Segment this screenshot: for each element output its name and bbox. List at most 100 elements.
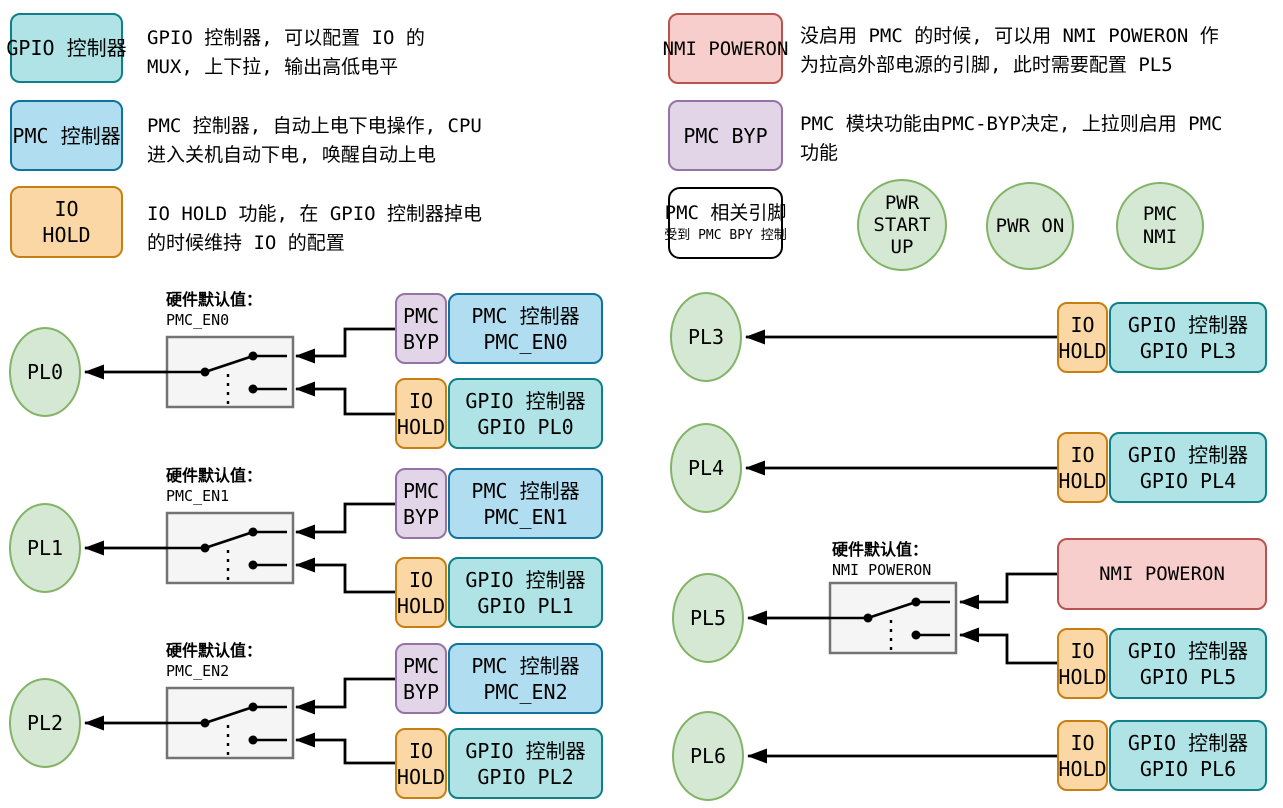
legend-pmc-controller-box: PMC 控制器 <box>10 100 123 171</box>
pl0-pmc-connector <box>295 327 396 364</box>
pl6-hold-line1: IO <box>1070 730 1095 755</box>
pl5-hw-default-title: 硬件默认值： <box>832 540 929 559</box>
pl1-label: PL1 <box>26 535 64 560</box>
pl5-gpio-controller-box: GPIO 控制器 GPIO PL5 <box>1109 628 1267 699</box>
pl1-hold-line1: IO <box>408 567 434 592</box>
pl1-pmc-byp-box: PMC BYP <box>395 468 447 539</box>
pl5-hw-default-value: NMI POWERON <box>832 561 932 579</box>
pl2-gpio-line1: GPIO 控制器 <box>465 738 586 763</box>
pl5-pin-circle: PL5 <box>672 573 744 663</box>
legend-pmc-byp-desc-line1: PMC 模块功能由PMC-BYP决定, 上拉则启用 PMC <box>800 113 1223 135</box>
pwr-start-up-line2: START <box>873 214 931 236</box>
pl5-hold-line2: HOLD <box>1058 664 1107 689</box>
pl2-pmc-line2: PMC_EN2 <box>483 679 568 704</box>
pl0-byp-line1: PMC <box>402 303 440 328</box>
pl2-pmc-connector <box>295 677 396 715</box>
legend-nmi-poweron-box: NMI POWERON <box>663 13 788 84</box>
pl1-pin-circle: PL1 <box>9 503 81 593</box>
pl1-pmc-connector <box>295 502 396 540</box>
pl5-io-hold-box: IO HOLD <box>1057 628 1108 699</box>
pl6-gpio-controller-box: GPIO 控制器 GPIO PL6 <box>1109 720 1267 791</box>
pl5-label: PL5 <box>689 605 727 630</box>
legend-nmi-desc-line2: 为拉高外部电源的引脚, 此时需要配置 PL5 <box>800 53 1173 76</box>
pl0-hw-default-title: 硬件默认值： <box>166 290 263 309</box>
pl1-gpio-controller-box: GPIO 控制器 GPIO PL1 <box>448 557 603 628</box>
pl0-gpio-line2: GPIO PL0 <box>477 414 574 439</box>
pl1-pmc-controller-box: PMC 控制器 PMC_EN1 <box>448 468 603 539</box>
pl6-label: PL6 <box>689 743 727 768</box>
pl0-pmc-line2: PMC_EN0 <box>483 329 568 354</box>
pl1-pmc-line1: PMC 控制器 <box>471 478 580 503</box>
pl5-gpio-line1: GPIO 控制器 <box>1127 638 1249 663</box>
pl0-pin-circle: PL0 <box>9 327 81 417</box>
pl6-gpio-line1: GPIO 控制器 <box>1127 730 1249 755</box>
pl0-switch <box>165 335 295 409</box>
pl5-nmi-connector <box>959 572 1057 610</box>
pl0-byp-line2: BYP <box>402 329 440 354</box>
pl0-gpio-connector <box>295 381 396 416</box>
pl2-hold-line1: IO <box>408 738 434 763</box>
pl2-hw-default-title: 硬件默认值： <box>166 641 263 660</box>
pl1-io-hold-box: IO HOLD <box>395 557 447 628</box>
pl5-nmi-poweron-box: NMI POWERON <box>1057 538 1267 610</box>
pmc-nmi-line1: PMC <box>1142 203 1178 225</box>
pwr-start-up-line3: UP <box>890 236 914 258</box>
pl4-gpio-controller-box: GPIO 控制器 GPIO PL4 <box>1109 432 1267 503</box>
pl2-pmc-byp-box: PMC BYP <box>395 643 447 714</box>
pl0-hold-line2: HOLD <box>396 414 446 439</box>
legend-gpio-desc-line1: GPIO 控制器, 可以配置 IO 的 <box>147 27 425 49</box>
pl6-io-hold-box: IO HOLD <box>1057 720 1108 791</box>
pl0-pmc-controller-box: PMC 控制器 PMC_EN0 <box>448 293 603 364</box>
pl2-gpio-line2: GPIO PL2 <box>477 764 574 789</box>
pl2-hw-default-value: PMC_EN2 <box>166 662 230 680</box>
legend-gpio-desc-line2: MUX, 上下拉, 输出高低电平 <box>147 55 399 78</box>
pl6-hold-line2: HOLD <box>1058 756 1107 781</box>
pl5-switch <box>828 581 958 655</box>
pl0-io-hold-box: IO HOLD <box>395 378 447 449</box>
pl2-gpio-connector <box>295 732 396 765</box>
pl4-label: PL4 <box>687 455 725 480</box>
legend-pmc-desc: PMC 控制器, 自动上电下电操作, CPU 进入关机自动下电, 唤醒自动上电 <box>147 112 482 169</box>
pl1-gpio-line1: GPIO 控制器 <box>465 567 586 592</box>
pl2-pin-circle: PL2 <box>9 678 81 768</box>
pl1-hold-line2: HOLD <box>396 593 446 618</box>
legend-pmc-byp-box: PMC BYP <box>668 100 783 171</box>
pl4-gpio-line1: GPIO 控制器 <box>1127 442 1249 467</box>
pl4-io-hold-box: IO HOLD <box>1057 432 1108 503</box>
legend-nmi-poweron-label: NMI POWERON <box>662 37 789 60</box>
legend-io-hold-label-line2: HOLD <box>42 223 91 247</box>
legend-gpio-desc: GPIO 控制器, 可以配置 IO 的 MUX, 上下拉, 输出高低电平 <box>147 24 425 81</box>
pl0-pmc-line1: PMC 控制器 <box>471 303 580 328</box>
legend-nmi-desc: 没启用 PMC 的时候, 可以用 NMI POWERON 作 为拉高外部电源的引… <box>800 22 1219 79</box>
pl3-gpio-line1: GPIO 控制器 <box>1127 312 1249 337</box>
pl3-hold-line2: HOLD <box>1058 338 1107 363</box>
pl3-hold-line1: IO <box>1070 312 1095 337</box>
pl1-gpio-connector <box>295 557 396 594</box>
pl6-gpio-line2: GPIO PL6 <box>1139 756 1237 781</box>
pl2-byp-line2: BYP <box>402 679 440 704</box>
pl1-pmc-line2: PMC_EN1 <box>483 504 568 529</box>
legend-io-hold-box: IO HOLD <box>10 186 123 258</box>
pl3-gpio-controller-box: GPIO 控制器 GPIO PL3 <box>1109 302 1267 373</box>
legend-io-hold-desc-line1: IO HOLD 功能, 在 GPIO 控制器掉电 <box>147 203 483 225</box>
legend-pmc-pins-label: PMC 相关引脚 <box>664 201 787 224</box>
pl3-gpio-line2: GPIO PL3 <box>1139 338 1237 363</box>
pmc-nmi-line2: NMI <box>1142 226 1178 248</box>
pl2-io-hold-box: IO HOLD <box>395 728 447 799</box>
pl3-pin-circle: PL3 <box>670 292 742 382</box>
pl2-label: PL2 <box>26 710 64 735</box>
legend-gpio-controller-label: GPIO 控制器 <box>6 36 127 60</box>
pin-circle-pwr-on: PWR ON <box>986 182 1074 270</box>
pl0-hw-default-value: PMC_EN0 <box>166 311 230 329</box>
pwr-on-label: PWR ON <box>995 214 1065 237</box>
pl5-nmi-poweron-label: NMI POWERON <box>1099 563 1225 585</box>
pl6-pin-circle: PL6 <box>672 711 744 801</box>
pin-circle-pmc-nmi: PMC NMI <box>1116 182 1204 270</box>
pl0-gpio-controller-box: GPIO 控制器 GPIO PL0 <box>448 378 603 449</box>
legend-pmc-byp-desc-line2: 功能 <box>800 141 839 164</box>
legend-pmc-pins-sublabel: 受到 PMC BPY 控制 <box>664 227 787 243</box>
legend-io-hold-label-line1: IO <box>54 197 79 221</box>
pl3-io-hold-box: IO HOLD <box>1057 302 1108 373</box>
